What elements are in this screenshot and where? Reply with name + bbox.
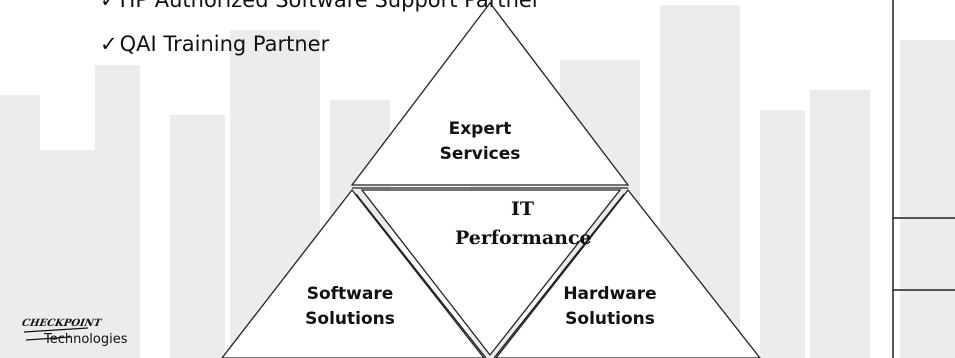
triangle-diagram (221, 1, 761, 358)
software-solutions-triangle (221, 188, 485, 358)
logo-mark (23, 327, 89, 341)
bullet-item-qai-partner: ✓QAI Training Partner (100, 32, 329, 56)
checkmark-icon: ✓ (100, 0, 118, 12)
logo-wordmark-top: CHECKPOINT (21, 318, 103, 329)
checkpoint-technologies-logo: CHECKPOINT Technologies (21, 318, 172, 354)
bullet-item-hp-partner: ✓HP Authorized Software Support Partner (100, 0, 540, 12)
expert-services-label: Expert Services (439, 119, 521, 164)
it-performance-label: IT Performance (455, 198, 592, 249)
hardware-solutions-label: Hardware Solutions (563, 284, 657, 329)
software-solutions-label: Software Solutions (305, 284, 395, 329)
bullet-text: HP Authorized Software Support Partner (119, 0, 541, 12)
expert-services-triangle (350, 1, 630, 186)
right-panel-lines (892, 0, 955, 358)
logo-wordmark-bottom: Technologies (44, 332, 128, 347)
bullet-text: QAI Training Partner (119, 32, 330, 56)
checkmark-icon: ✓ (100, 32, 118, 56)
hardware-solutions-triangle (495, 188, 761, 358)
it-performance-triangle (360, 189, 622, 357)
